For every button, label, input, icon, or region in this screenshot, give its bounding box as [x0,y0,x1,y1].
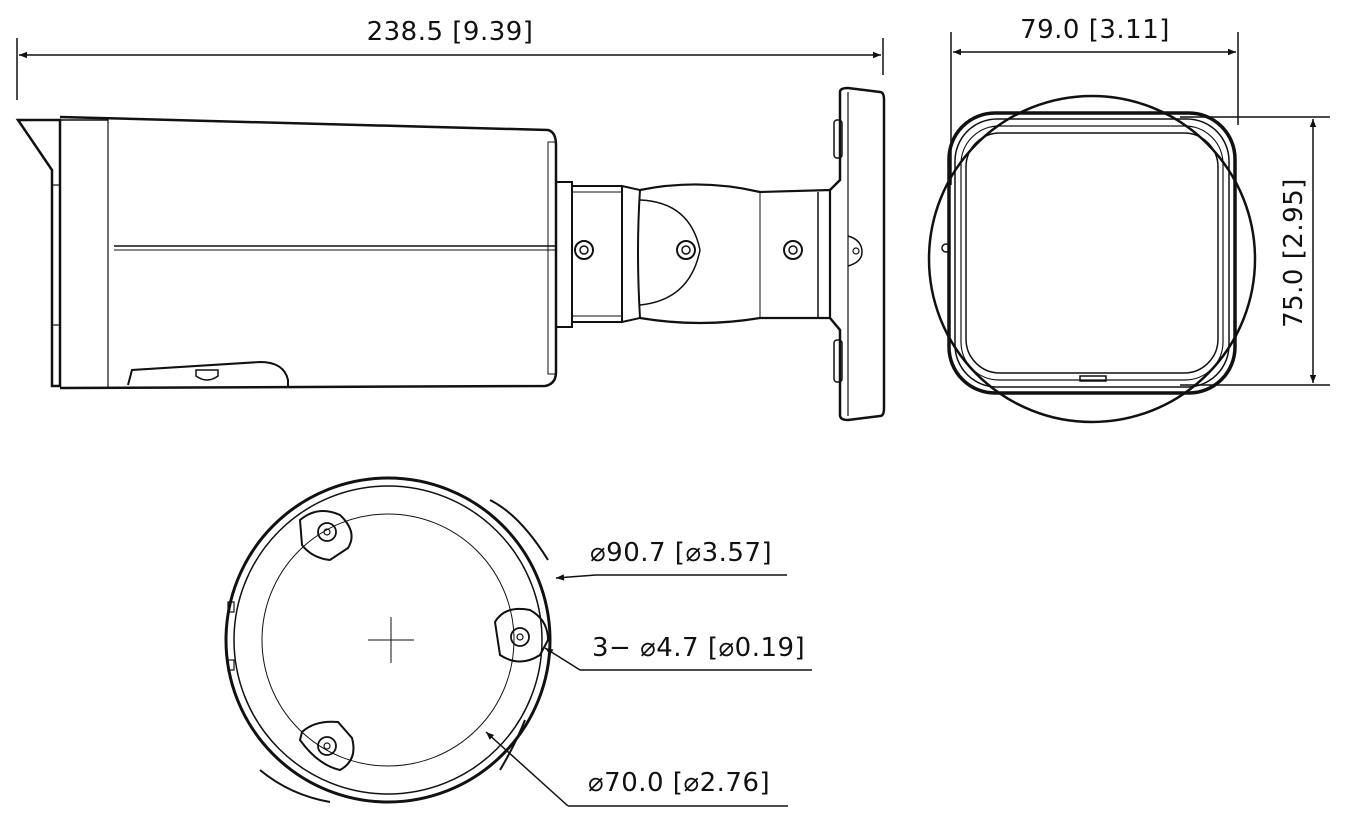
width-label: 79.0 [3.11] [1020,15,1170,45]
base-outer-circle [224,476,552,804]
screw-icon [783,240,803,260]
height-label: 75.0 [2.95] [1279,178,1309,328]
ball-joint [621,184,642,324]
inner-diameter-callout: ⌀70.0 [⌀2.76] [485,731,788,807]
base-inner-circle [261,513,515,767]
mounting-hole-icon [298,720,355,772]
front-view: 79.0 [3.11] 75.0 [2.95] [927,15,1330,424]
length-label: 238.5 [9.39] [367,17,534,47]
screw-icon [574,240,594,260]
screw-icon [676,240,696,260]
mounting-hole-icon [493,607,550,663]
bottom-view: ⌀90.7 [⌀3.57] 3− ⌀4.7 [⌀0.19] ⌀70.0 [⌀2.… [224,476,812,807]
bottom-cover [127,360,289,386]
base-disc [927,94,1257,424]
length-dimension: 238.5 [9.39] [16,17,884,100]
bracket-base [829,86,886,422]
side-view: 238.5 [9.39] [15,17,886,422]
outer-diameter-callout: ⌀90.7 [⌀3.57] [555,538,787,581]
width-dimension: 79.0 [3.11] [950,15,1239,185]
sun-shield [15,118,62,388]
holes-label: 3− ⌀4.7 [⌀0.19] [592,633,805,663]
mounting-hole-icon [298,510,353,562]
hole-callout: 3− ⌀4.7 [⌀0.19] [544,633,812,671]
outer-diameter-label: ⌀90.7 [⌀3.57] [590,538,772,568]
camera-body [59,115,558,390]
lens-window [965,132,1219,374]
height-dimension: 75.0 [2.95] [1180,116,1330,386]
inner-diameter-label: ⌀70.0 [⌀2.76] [588,768,770,798]
housing-outline [947,111,1237,395]
